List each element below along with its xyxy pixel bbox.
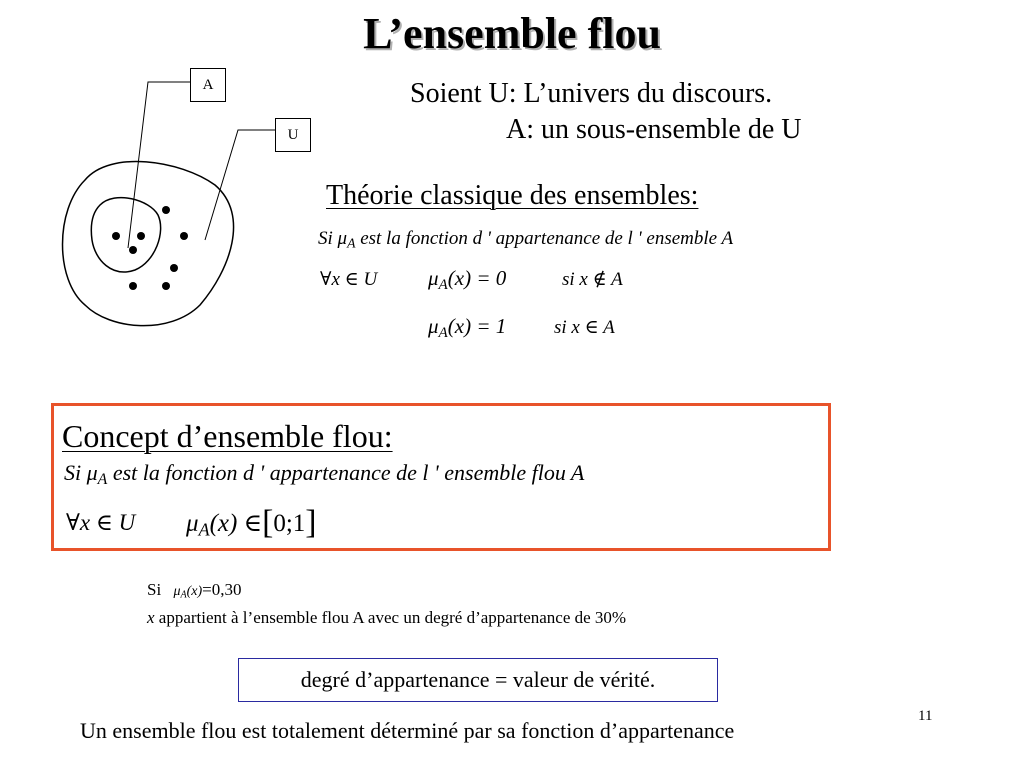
interval-values: 0;1 <box>273 509 306 537</box>
intro-line-2: A: un sous-ensemble de U <box>506 114 802 145</box>
example-mu: μA(x) <box>173 584 203 601</box>
example-sentence: x appartient à l’ensemble flou A avec un… <box>147 608 626 628</box>
universe-set-shape <box>61 160 235 327</box>
leader-line-u <box>204 129 275 241</box>
classic-definition-text: est la fonction d ' appartenance de l ' … <box>360 228 734 249</box>
mu-subscript: A <box>97 470 108 488</box>
mu-subscript: A <box>438 324 448 341</box>
subset-a-shape <box>90 196 162 273</box>
element-point <box>129 282 137 290</box>
fuzzy-si: Si <box>64 460 82 485</box>
truth-value-box: degré d’appartenance = valeur de vérité. <box>238 658 718 702</box>
interval-left-bracket: [ <box>262 504 274 541</box>
example-expr: (x) <box>186 584 203 599</box>
element-point <box>162 206 170 214</box>
classic-cond-zero: si x ∉ A <box>562 269 623 290</box>
classic-si: Si <box>318 228 333 249</box>
leader-line-a <box>127 81 190 249</box>
set-diagram <box>61 81 275 327</box>
label-u-box: U <box>275 118 311 152</box>
example-x: x <box>147 608 155 627</box>
conclusion-text: Un ensemble flou est totalement détermin… <box>80 718 735 743</box>
example-line: Si μA(x)=0,30 <box>147 580 242 601</box>
mu-subscript: A <box>198 519 210 540</box>
classic-mu-one: μA(x) = 1 <box>428 314 506 342</box>
slide-title: L’ensemble flou <box>363 9 661 58</box>
element-point <box>129 246 137 254</box>
fuzzy-definition-text: est la fonction d ' appartenance de l ' … <box>112 460 585 485</box>
classic-definition-line: Si μA est la fonction d ' appartenance d… <box>318 228 733 251</box>
classic-mu-zero: μA(x) = 0 <box>428 266 506 294</box>
mu-symbol: μ <box>428 314 439 338</box>
fuzzy-forall: ∀x ∈ U <box>66 510 136 535</box>
classic-forall: ∀x ∈ U <box>320 269 378 290</box>
mu-symbol: μ <box>173 584 181 599</box>
mu-symbol: μ <box>186 509 199 537</box>
label-a-box: A <box>190 68 226 102</box>
intro-line-1: Soient U: L’univers du discours. <box>410 78 773 109</box>
classic-heading: Théorie classique des ensembles: <box>326 180 699 211</box>
fuzzy-concept-box <box>51 403 831 551</box>
classic-expr-zero: (x) = 0 <box>447 266 507 290</box>
mu-symbol: μ <box>428 266 439 290</box>
fuzzy-heading: Concept d’ensemble flou: <box>62 418 393 454</box>
element-point <box>162 282 170 290</box>
example-si: Si <box>147 580 162 599</box>
element-point <box>180 232 188 240</box>
mu-symbol: μ <box>86 460 98 485</box>
example-value: =0,30 <box>202 580 242 599</box>
fuzzy-expr: (x) ∈ <box>209 509 263 537</box>
interval-right-bracket: ] <box>305 504 317 541</box>
element-point <box>137 232 145 240</box>
page-number: 11 <box>918 708 933 724</box>
mu-subscript: A <box>180 589 187 601</box>
mu-subscript: A <box>347 235 356 251</box>
fuzzy-membership-range: μA(x) ∈[0;1] <box>186 506 317 540</box>
mu-symbol: μ <box>337 228 348 249</box>
fuzzy-definition-line: Si μA est la fonction d ' appartenance d… <box>64 460 584 489</box>
classic-expr-one: (x) = 1 <box>447 314 507 338</box>
classic-cond-one: si x ∈ A <box>554 317 615 338</box>
element-point <box>170 264 178 272</box>
mu-subscript: A <box>438 276 448 293</box>
element-point <box>112 232 120 240</box>
example-sentence-text: appartient à l’ensemble flou A avec un d… <box>154 608 627 627</box>
